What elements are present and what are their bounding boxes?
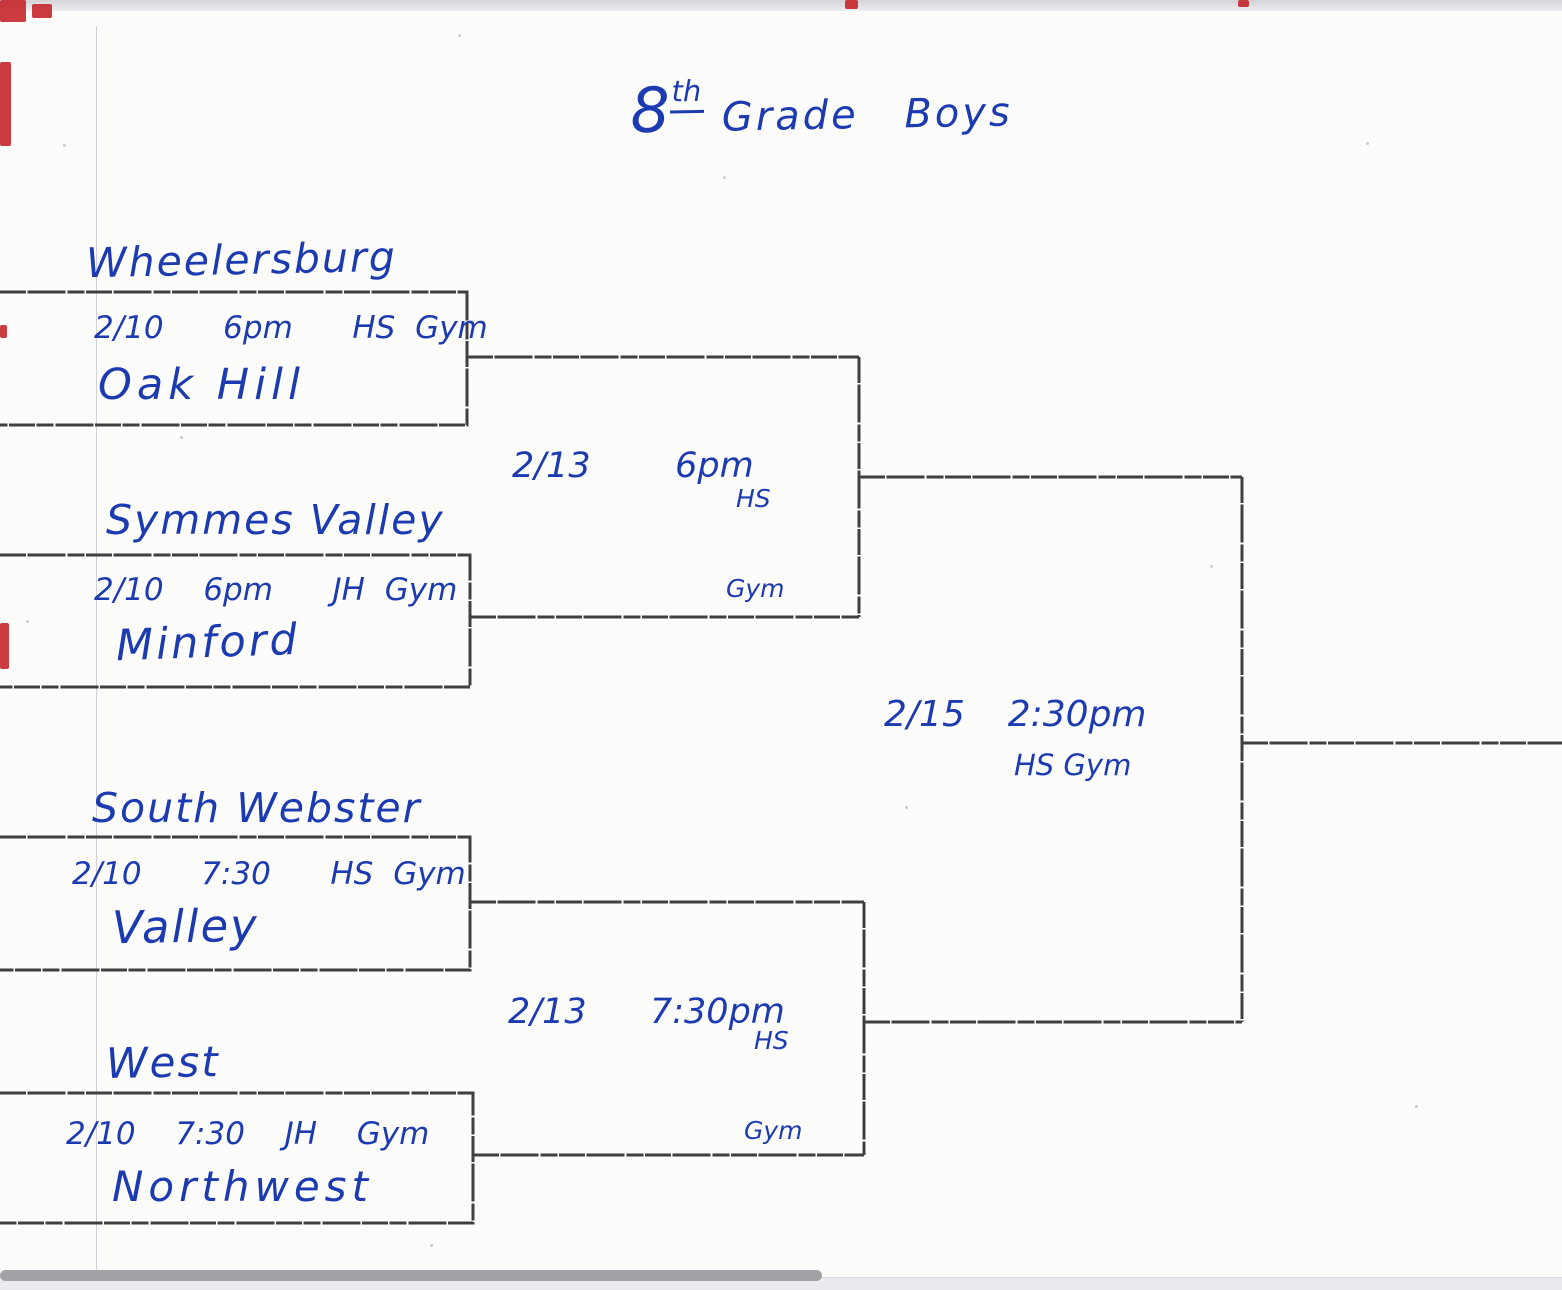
scan-edge-mark [32,4,52,18]
match3-team-top: South Webster [92,784,422,832]
match4-schedule: 2/10 7:30 JH Gym [66,1116,430,1152]
final-venue: HS Gym [1014,748,1132,782]
scan-speck [905,806,908,809]
notebook-margin-line [96,26,97,1270]
scan-speck [430,1244,433,1247]
match4-team-top: West [105,1037,221,1088]
viewer-top-edge [0,0,1562,11]
match2-team-top: Symmes Valley [106,496,445,544]
scan-speck [26,620,29,623]
semifinal1-schedule: 2/13 6pm [512,446,754,486]
scan-edge-mark [1238,0,1249,7]
title-grade-number: 8 [629,73,671,148]
match2-team-bottom: Minford [115,614,301,672]
scan-speck [63,144,66,147]
match1-team-top: Wheelersburg [85,232,398,288]
page-title: 8th Grade Boys [609,48,1014,166]
scan-speck [723,176,726,179]
title-text: Grade Boys [721,89,1014,141]
semifinal1-venue: HS Gym [726,424,785,664]
match3-schedule: 2/10 7:30 HS Gym [72,856,466,892]
semifinal1-venue-line2: Gym [726,574,785,603]
semifinal2-venue-line1: HS [754,1026,789,1055]
match2-box [0,553,472,689]
scan-speck [180,436,183,439]
semifinal2-venue: HS Gym [744,966,803,1206]
title-ordinal-suffix: th [669,73,704,114]
final-schedule: 2/15 2:30pm [884,694,1147,735]
semifinal1-venue-line1: HS [736,484,771,513]
scan-speck [1210,565,1213,568]
match2-schedule: 2/10 6pm JH Gym [94,572,458,608]
scan-edge-mark [0,0,26,22]
horizontal-scrollbar-thumb[interactable] [0,1270,822,1281]
scan-edge-mark [845,0,858,9]
semifinal2-schedule: 2/13 7:30pm [508,992,785,1032]
match4-box [0,1091,475,1225]
match1-team-bottom: Oak Hill [98,360,305,410]
match4-team-bottom: Northwest [112,1162,374,1211]
scan-edge-mark [0,325,7,338]
scan-speck [1415,1105,1418,1108]
scan-edge-mark [0,623,9,669]
scan-edge-mark [0,62,11,146]
scan-speck [1366,142,1369,145]
semifinal2-venue-line2: Gym [744,1116,803,1145]
match1-schedule: 2/10 6pm HS Gym [94,310,488,346]
scan-speck [458,34,461,37]
match3-team-bottom: Valley [111,898,260,955]
